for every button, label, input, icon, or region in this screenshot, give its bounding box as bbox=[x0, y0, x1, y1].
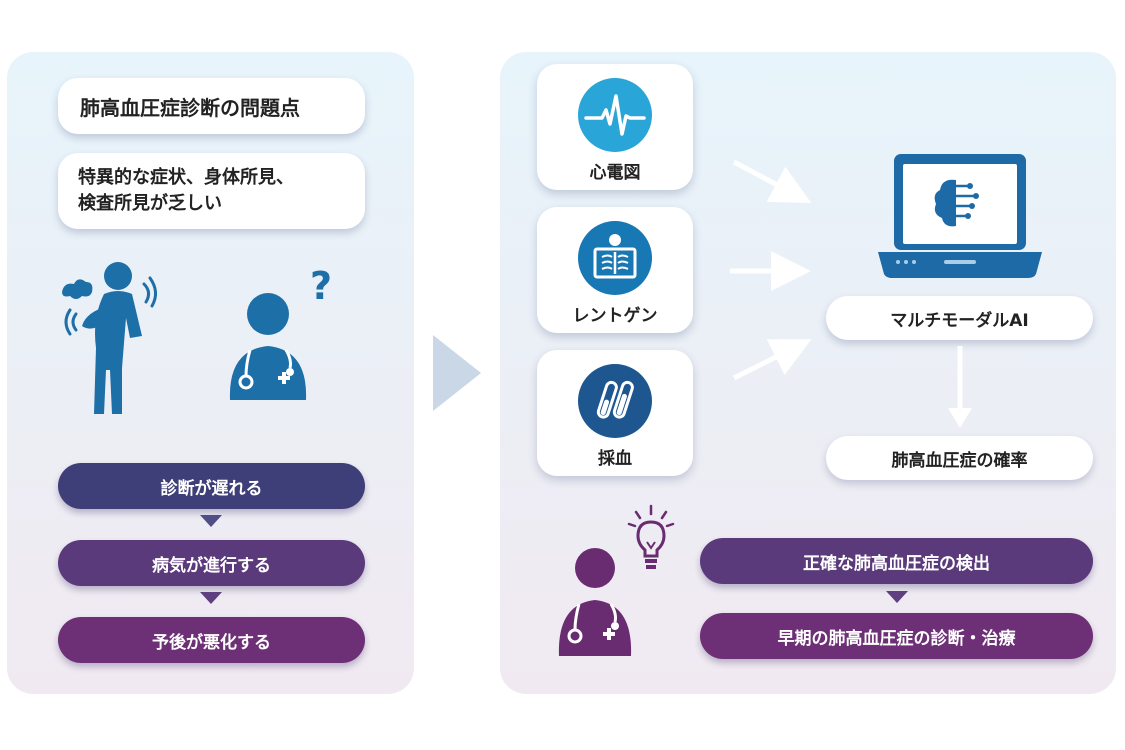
input-label-xray: レントゲン bbox=[572, 306, 658, 326]
laptop-ai-icon bbox=[878, 154, 1042, 278]
flow-step-delayed-diagnosis: 診断が遅れる bbox=[58, 463, 365, 509]
multimodal-ai-label: マルチモーダルAI bbox=[826, 296, 1093, 340]
input-arrows bbox=[730, 159, 812, 381]
ecg-icon bbox=[584, 94, 646, 136]
problem-description: 特異的な症状、身体所見、 検査所見が乏しい bbox=[58, 153, 365, 229]
problem-line-1: 特異的な症状、身体所見、 bbox=[78, 167, 294, 188]
test-tube-icon bbox=[596, 380, 634, 419]
input-card-blood-test: 採血 bbox=[537, 350, 693, 476]
input-card-xray: レントゲン bbox=[537, 207, 693, 333]
down-arrow-icon bbox=[948, 346, 972, 428]
result-early-diagnosis-treatment: 早期の肺高血圧症の診断・治療 bbox=[700, 613, 1093, 659]
problem-title: 肺高血圧症診断の問題点 bbox=[58, 78, 365, 134]
input-label-ecg: 心電図 bbox=[589, 163, 641, 183]
flow-arrow-1 bbox=[200, 515, 222, 527]
lightbulb-icon bbox=[627, 504, 675, 569]
input-card-ecg: 心電図 bbox=[537, 64, 693, 190]
flow-step-disease-progression: 病気が進行する bbox=[58, 540, 365, 586]
result-arrow bbox=[886, 591, 908, 603]
ph-probability-label: 肺高血圧症の確率 bbox=[826, 436, 1093, 480]
result-accurate-detection: 正確な肺高血圧症の検出 bbox=[700, 538, 1093, 584]
doctor-icon bbox=[229, 293, 307, 400]
input-label-blood-test: 採血 bbox=[598, 449, 632, 469]
question-mark: ? bbox=[310, 264, 333, 308]
xray-icon bbox=[593, 234, 637, 279]
problem-line-2: 検査所見が乏しい bbox=[78, 193, 222, 214]
transition-arrow-icon bbox=[433, 335, 481, 411]
doctor-icon bbox=[558, 548, 632, 656]
breathless-patient-icon bbox=[62, 262, 157, 414]
flow-step-worse-prognosis: 予後が悪化する bbox=[58, 617, 365, 663]
flow-arrow-2 bbox=[200, 592, 222, 604]
